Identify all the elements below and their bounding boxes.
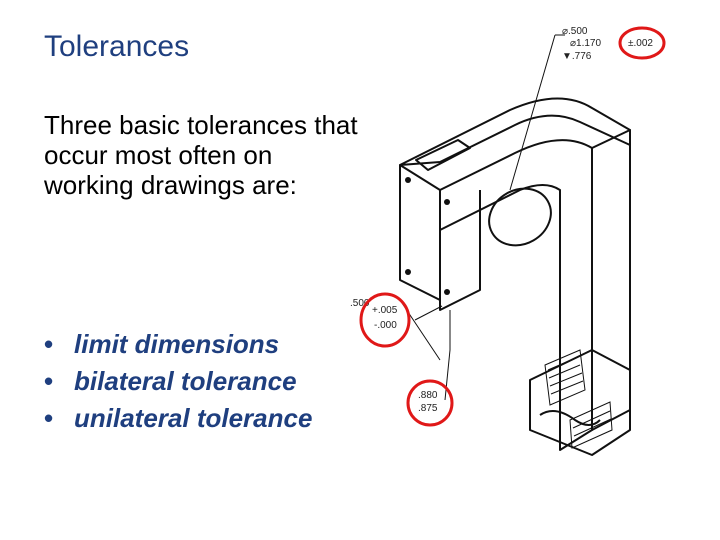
- part-inner-plate: [439, 190, 481, 311]
- bolt: [405, 269, 411, 275]
- part-bottom-jaw: [529, 349, 631, 456]
- bullet-unilateral-tolerance: •unilateral tolerance: [44, 400, 312, 437]
- bullet-limit-dimensions: •limit dimensions: [44, 326, 312, 363]
- slide-title: Tolerances: [44, 30, 190, 63]
- part-back-plate: [399, 164, 441, 301]
- limit-upper: .880: [418, 390, 438, 401]
- dimension-line: [414, 305, 443, 321]
- limit-lower: .875: [418, 403, 438, 414]
- part-groove: [539, 410, 601, 426]
- unilateral-plus: +.005: [372, 305, 398, 316]
- bolt: [444, 289, 450, 295]
- section-hatch-lower: [569, 401, 613, 449]
- bullet-bilateral-tolerance: •bilateral tolerance: [44, 363, 312, 400]
- bullet-glyph: •: [44, 329, 54, 359]
- unilateral-minus: -.000: [374, 320, 397, 331]
- intro-text: Three basic tolerances that occur most o…: [44, 110, 358, 200]
- bullet-glyph: •: [44, 366, 54, 396]
- unilateral-basic: .500: [350, 298, 370, 309]
- isometric-part-drawing: ⌀.500 ⌀1.170 ±.002 ▼.776 .500 +.005 -.00…: [350, 26, 666, 456]
- callout-depth: ▼.776: [562, 51, 592, 62]
- section-hatch-upper: [544, 349, 586, 406]
- bullet-glyph: •: [44, 403, 54, 433]
- highlight-circle-limit: [406, 379, 454, 427]
- highlight-circle-bilateral: [618, 26, 666, 60]
- bolt: [444, 199, 450, 205]
- dimension-line: [444, 349, 451, 401]
- bolt: [405, 177, 411, 183]
- part-front-face: [439, 139, 593, 451]
- tolerance-list: •limit dimensions •bilateral tolerance •…: [44, 326, 312, 437]
- leader-line: [509, 34, 556, 191]
- callout-cbore-dia: ⌀1.170: [570, 38, 601, 49]
- callout-bilateral-tol: ±.002: [628, 38, 653, 49]
- highlight-circle-unilateral: [359, 292, 411, 348]
- callout-hole-dia: ⌀.500: [562, 26, 588, 37]
- part-top-face: [399, 97, 631, 166]
- part-slot: [415, 139, 471, 171]
- part-leg-side: [591, 129, 631, 431]
- part-bore-hole: [488, 187, 552, 247]
